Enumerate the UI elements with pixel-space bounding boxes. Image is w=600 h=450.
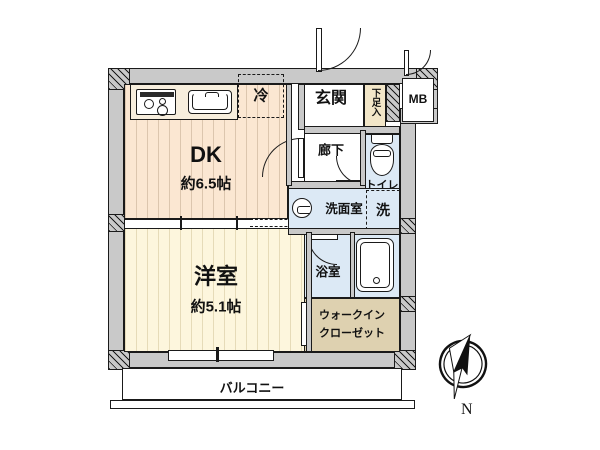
meter-box-label: MB: [408, 92, 428, 106]
entrance-door-arc: [318, 28, 361, 71]
meter-box: [402, 78, 434, 122]
stove-icon: [136, 89, 176, 116]
dk-area-label: 約6.5帖: [180, 175, 232, 193]
washer-label: 洗: [376, 202, 390, 218]
room-yoshitsu: [124, 226, 312, 352]
refrigerator-label: 冷: [253, 87, 269, 105]
column-mid-left: [108, 214, 126, 232]
dk-label: DK: [190, 142, 222, 167]
column-bottom-left: [108, 350, 130, 370]
column-right-lower: [400, 296, 416, 312]
yoshitsu-area-label: 約5.1帖: [190, 298, 242, 316]
washbasin-icon: [292, 198, 312, 218]
toilet-bowl-icon: [370, 144, 394, 176]
compass-rose: N: [438, 333, 488, 418]
genkan-label: 玄関: [314, 90, 348, 107]
refrigerator-space: [238, 74, 284, 118]
shoe-cabinet-label: 下足入: [369, 88, 381, 117]
wall-internal-genkan-bottom: [304, 126, 400, 134]
wall-internal-dk-right: [286, 84, 292, 186]
room-genkan: [304, 84, 364, 130]
wall-right: [400, 118, 416, 368]
senmen-label: 洗面室: [325, 201, 363, 216]
column-bottom-right: [394, 350, 416, 370]
bathtub-icon: [356, 238, 394, 292]
wall-internal-bath-tub-div: [350, 232, 355, 298]
room-wic: [304, 298, 400, 352]
wall-internal-yoshitsu-right: [306, 232, 312, 352]
toilet-tank-icon: [371, 134, 393, 144]
sliding-door-rail-mark-1: [180, 216, 182, 230]
yokushitsu-label: 浴室: [315, 264, 341, 279]
kitchen-sink-icon: [188, 90, 232, 114]
toilet-seat-line: [373, 150, 391, 157]
toilet-label: トイレ: [365, 179, 399, 192]
genkan-hatch-right: [386, 84, 400, 122]
sliding-door-dashed-seg: [250, 219, 312, 227]
wall-internal-senmen-bottom: [288, 228, 400, 235]
balcony-label: バルコニー: [219, 380, 285, 396]
compass-north-label: N: [461, 401, 473, 418]
wall-internal-toilet-left: [360, 130, 366, 186]
column-right-mid: [400, 218, 416, 234]
wall-internal-genkan-left: [298, 84, 305, 130]
rouka-label: 廊下: [317, 142, 345, 158]
yoshitsu-label: 洋室: [193, 264, 239, 289]
wall-internal-corridor-bottom: [288, 181, 366, 189]
wic-label-line1: ウォークイン: [319, 309, 385, 322]
balcony-outer-edge: [110, 400, 415, 409]
room-balcony: [122, 368, 402, 400]
wic-label-line2: クローゼット: [319, 327, 385, 340]
balcony-window-mark: [216, 347, 219, 362]
balcony-sliding-window[interactable]: [168, 350, 274, 361]
sliding-door-rail-mark-2: [236, 216, 238, 230]
